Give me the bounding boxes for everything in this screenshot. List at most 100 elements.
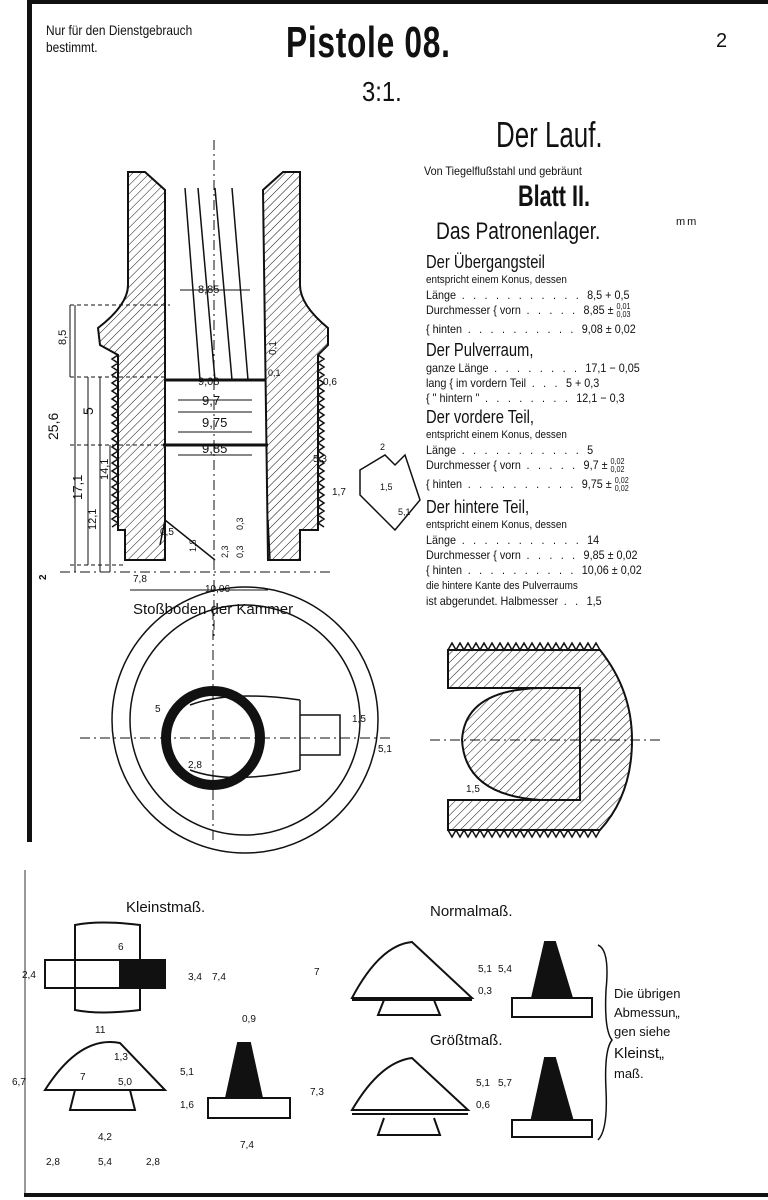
- spec-leader: . . . . .: [520, 303, 584, 318]
- spec-sign: +: [602, 288, 615, 302]
- dim-8-5: 8,5: [57, 330, 69, 345]
- n-dim-5-4: 5,4: [498, 964, 512, 975]
- dim-9-75: 9,75: [202, 415, 227, 430]
- frame-border-bottom: [24, 1193, 768, 1197]
- spec-leader: . . . . . . . . . . .: [456, 533, 588, 547]
- dim-12-1: 12,1: [87, 509, 99, 530]
- spec-heading: Der Pulverraum,: [426, 340, 534, 360]
- g-dim-0-6: 0,6: [476, 1100, 490, 1111]
- dim-1-7: 1,7: [332, 487, 346, 498]
- spec-tolerance: 0,02: [614, 322, 636, 336]
- dim-5-3: 5,3: [313, 454, 327, 465]
- spec-label: Länge: [426, 288, 457, 302]
- spec-tolerance: 0,3: [609, 391, 625, 405]
- unit-label: mm: [676, 216, 699, 228]
- spec-tolerance: 0,02: [620, 563, 642, 577]
- spec-leader: . . . . .: [520, 548, 584, 562]
- spec-label: { " hintern ": [426, 391, 480, 405]
- spec-label: Durchmesser { vorn: [426, 548, 521, 562]
- material-note: Von Tiegelflußstahl und gebräunt: [424, 164, 582, 178]
- spec-value: 1,5: [586, 594, 602, 608]
- spec-heading: entspricht einem Konus, dessen: [426, 429, 567, 441]
- spec-heading: Der vordere Teil,: [426, 407, 535, 427]
- scale-label: 3:1.: [362, 76, 402, 107]
- spec-tolerance: 0,02: [616, 548, 638, 562]
- gauge-kleinst: [43, 921, 291, 1119]
- spec-leader: . . . . . . . . . .: [462, 477, 582, 492]
- dim-10-06: 10,06: [205, 584, 230, 595]
- spec-sign: ±: [602, 477, 615, 492]
- note-line-3: gen siehe: [614, 1024, 670, 1039]
- spec-row: Länge . . . . . . . . . . . 14: [426, 533, 599, 547]
- dim-0-1-a: 0,1: [268, 341, 279, 355]
- frame-border-left-lower: [24, 870, 26, 1195]
- spec-heading: entspricht einem Konus, dessen: [426, 519, 567, 531]
- spec-row: lang { im vordern Teil . . . 5 + 0,3: [426, 376, 599, 390]
- section-thread-bottom: [447, 828, 601, 839]
- spec-leader: . . . . . . . .: [479, 391, 577, 405]
- note-line-2: bestimmt.: [46, 39, 98, 55]
- spec-leader: . . . . . . . . . . .: [456, 288, 588, 302]
- section-title: Das Patronenlager.: [436, 218, 601, 245]
- k-dim-5-1: 5,1: [180, 1067, 194, 1078]
- gauge-groesst: [350, 1056, 593, 1138]
- spec-row: Länge . . . . . . . . . . . 8,5 + 0,5: [426, 288, 630, 302]
- spec-value: 8,85: [583, 303, 605, 318]
- spec-row: { hinten . . . . . . . . . . 9,08 ± 0,02: [426, 322, 636, 336]
- dim-0-5: 0,5: [160, 527, 174, 538]
- dim-5: 5: [80, 407, 96, 415]
- chamber-face-mid: [129, 604, 361, 836]
- spec-sign: ±: [604, 303, 617, 318]
- k-dim-5-4: 5,4: [98, 1157, 112, 1168]
- spec-value: 9,7: [583, 458, 599, 473]
- dim-17-1: 17,1: [70, 475, 85, 500]
- spec-row: Durchmesser { vorn . . . . . 8,85 ± 0,01…: [426, 303, 631, 319]
- part-title: Der Lauf.: [496, 114, 603, 155]
- spec-value: 17,1: [585, 361, 607, 375]
- spec-tolerance: 0,3: [584, 376, 600, 390]
- spec-leader: . . . . . . . . . .: [462, 563, 582, 577]
- sheet-label: Blatt II.: [518, 180, 591, 213]
- spec-label: { hinten: [426, 563, 463, 577]
- k-dim-7-4-b: 7,4: [240, 1140, 254, 1151]
- spec-sign: +: [571, 376, 585, 390]
- spec-leader: . . . . . . . .: [488, 361, 586, 375]
- dim-9-08: 9,08: [198, 376, 219, 388]
- thread-left: [110, 354, 120, 528]
- spec-heading: die hintere Kante des Pulverraums: [426, 580, 578, 592]
- k-dim-11: 11: [95, 1025, 106, 1036]
- spec-label: { hinten: [426, 477, 463, 492]
- kleinst-title: Kleinstmaß.: [126, 899, 205, 916]
- k-dim-3-4: 3,4: [188, 972, 202, 983]
- thread-right: [316, 354, 326, 528]
- spec-tolerance: 0,5: [614, 288, 630, 302]
- tolerance-lower: 0,02: [610, 465, 625, 474]
- k-dim-2-8-b: 2,8: [146, 1157, 160, 1168]
- restriction-note: Nur für den Dienstgebrauch bestimmt.: [46, 22, 192, 56]
- bracket: [597, 944, 613, 1141]
- chamber-face-outer: [111, 586, 379, 854]
- g-dim-5-1: 5,1: [476, 1078, 490, 1089]
- dim-14-1: 14,1: [99, 459, 111, 480]
- spec-label: ganze Länge: [426, 361, 489, 375]
- spec-sign: ±: [602, 322, 615, 336]
- k-dim-7: 7: [80, 1072, 86, 1083]
- page-title: Pistole 08.: [286, 18, 451, 67]
- spec-value: 9,08: [581, 322, 603, 336]
- spec-label: { hinten: [426, 322, 463, 336]
- note-line-1: Nur für den Dienstgebrauch: [46, 22, 193, 38]
- spec-heading: Der hintere Teil,: [426, 497, 530, 517]
- spec-row: { hinten . . . . . . . . . . 9,75 ± 0,02…: [426, 477, 629, 493]
- spec-leader: . . .: [526, 376, 566, 390]
- tolerance-lower: 0,02: [614, 484, 629, 493]
- spec-value: 5: [587, 443, 594, 457]
- dim-0-1-b: 0,1: [268, 368, 281, 378]
- dim-2-3: 2,3: [220, 545, 230, 558]
- spec-leader: . . . . . . . . . . .: [456, 443, 588, 457]
- groesst-title: Größtmaß.: [430, 1032, 503, 1049]
- drawing-caption: Stoßboden der Kammer: [133, 601, 293, 618]
- spec-value: 8,5: [587, 288, 603, 302]
